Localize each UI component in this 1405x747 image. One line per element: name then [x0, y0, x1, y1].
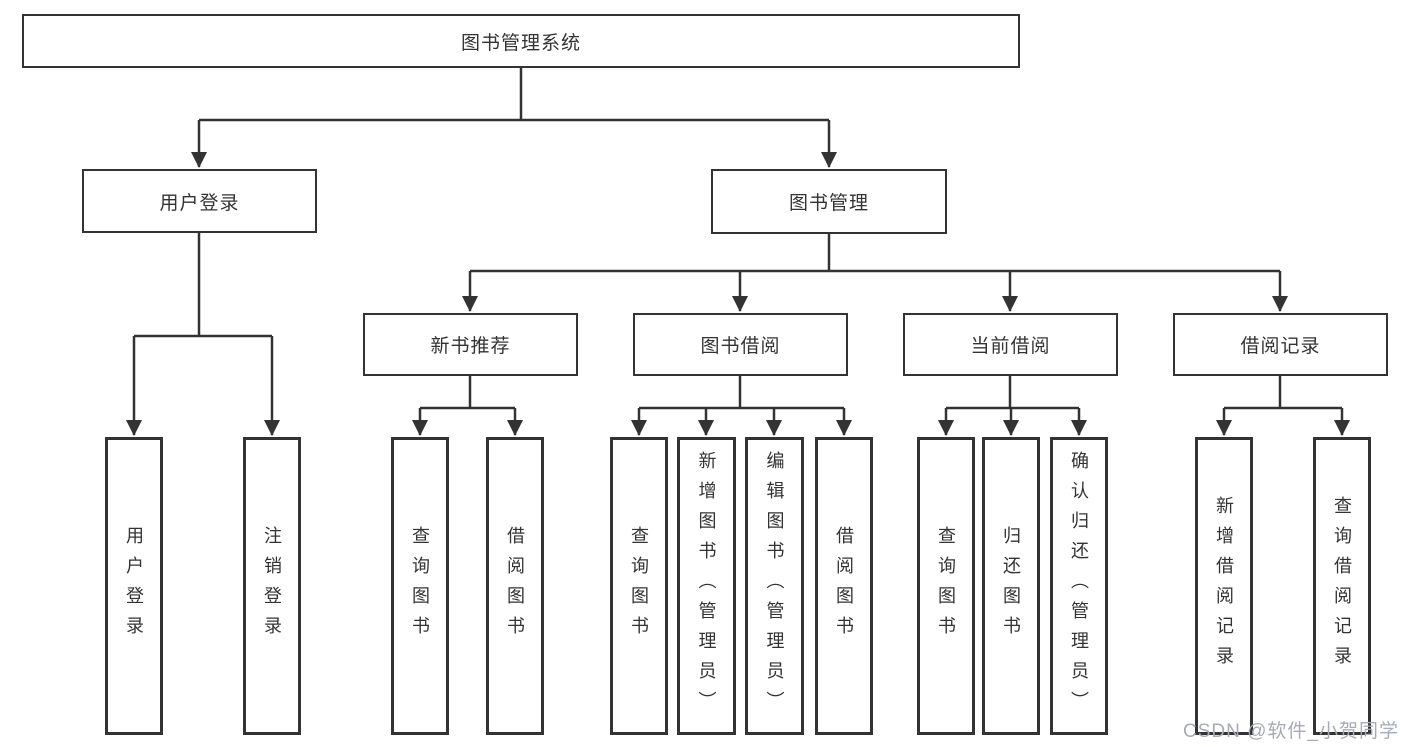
leaf-query-books-current: 查询图书	[917, 437, 975, 735]
leaf-user-login-label: 用户登录	[124, 526, 144, 646]
leaf-borrow-books-recommend: 借阅图书	[486, 437, 544, 735]
node-user-login: 用户登录	[82, 169, 317, 233]
node-library-management-system-label: 图书管理系统	[460, 32, 581, 54]
node-borrow-records-label: 借阅记录	[1240, 336, 1321, 357]
leaf-query-books-recommend: 查询图书	[391, 437, 449, 735]
node-book-management-label: 图书管理	[788, 193, 869, 214]
leaf-logout: 注销登录	[243, 437, 301, 735]
leaf-return-books-label: 归还图书	[1001, 526, 1021, 646]
leaf-user-login: 用户登录	[105, 437, 163, 735]
node-borrow-records: 借阅记录	[1173, 313, 1388, 376]
leaf-confirm-return-admin: 确认归还（管理员）	[1050, 437, 1108, 735]
leaf-query-books-recommend-label: 查询图书	[410, 526, 430, 646]
leaf-edit-book-admin: 编辑图书（管理员）	[745, 437, 804, 735]
leaf-confirm-return-admin-label: 确认归还（管理员）	[1069, 451, 1089, 721]
leaf-logout-label: 注销登录	[262, 526, 282, 646]
node-current-borrow: 当前借阅	[903, 313, 1118, 376]
leaf-borrow-books-label: 借阅图书	[834, 526, 854, 646]
leaf-add-book-admin-label: 新增图书（管理员）	[696, 451, 717, 721]
leaf-edit-book-admin-label: 编辑图书（管理员）	[764, 451, 785, 721]
leaf-query-books-current-label: 查询图书	[936, 526, 956, 646]
leaf-borrow-books-recommend-label: 借阅图书	[505, 526, 525, 646]
leaf-query-borrow-record: 查询借阅记录	[1313, 437, 1371, 735]
node-book-borrow: 图书借阅	[633, 313, 848, 376]
leaf-return-books: 归还图书	[982, 437, 1040, 735]
node-book-borrow-label: 图书借阅	[700, 336, 781, 357]
leaf-add-borrow-record: 新增借阅记录	[1195, 437, 1253, 735]
node-library-management-system: 图书管理系统	[22, 14, 1020, 68]
node-new-book-recommend: 新书推荐	[363, 313, 578, 376]
leaf-query-borrow-record-label: 查询借阅记录	[1332, 496, 1352, 676]
node-current-borrow-label: 当前借阅	[970, 336, 1051, 357]
leaf-borrow-books: 借阅图书	[815, 437, 873, 735]
csdn-watermark: CSDN @软件_小贺同学	[1183, 721, 1399, 742]
leaf-query-books-borrow-label: 查询图书	[629, 526, 649, 646]
leaf-query-books-borrow: 查询图书	[610, 437, 668, 735]
node-user-login-label: 用户登录	[159, 192, 240, 214]
node-book-management: 图书管理	[711, 169, 947, 234]
leaf-add-book-admin: 新增图书（管理员）	[677, 437, 736, 735]
leaf-add-borrow-record-label: 新增借阅记录	[1214, 496, 1234, 676]
node-new-book-recommend-label: 新书推荐	[430, 336, 511, 357]
